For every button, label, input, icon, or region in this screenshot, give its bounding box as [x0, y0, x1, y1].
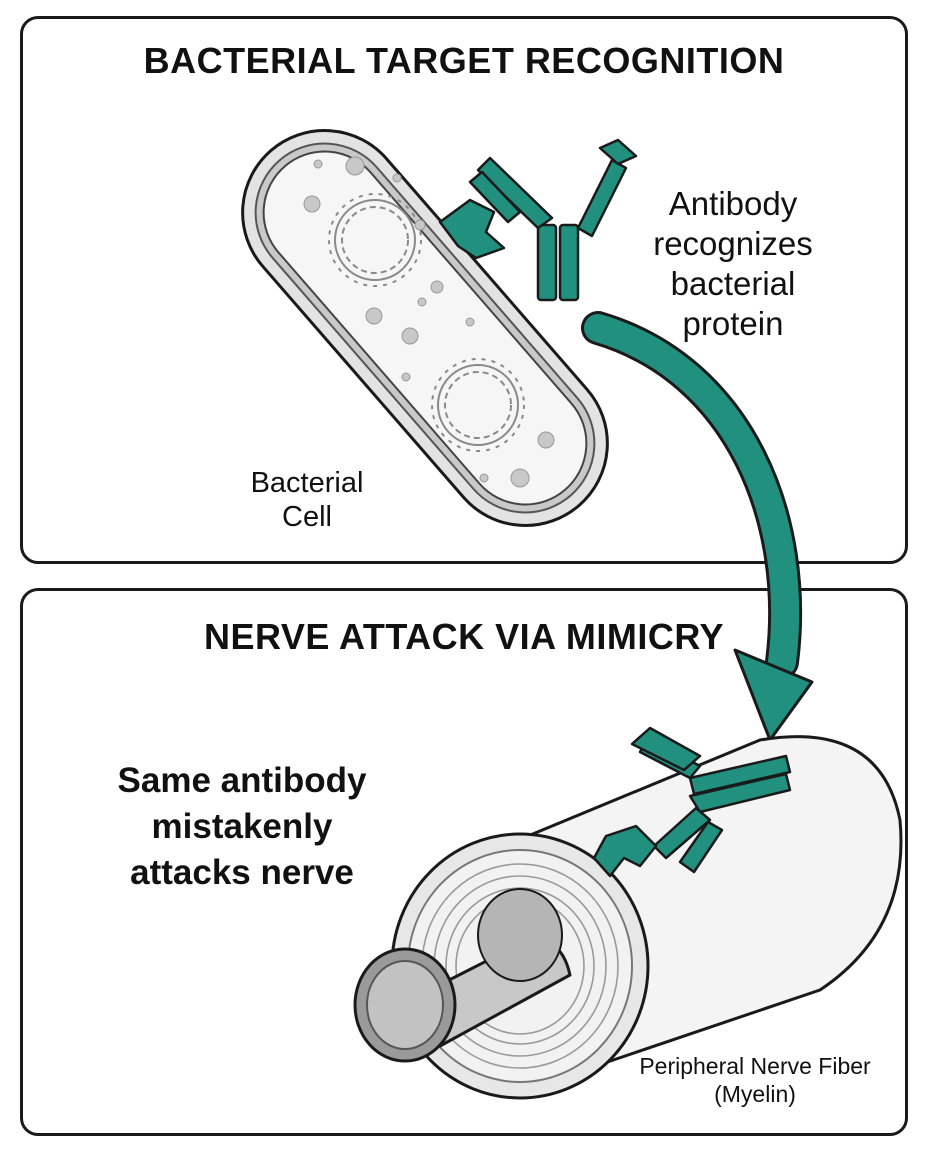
- mimicry-label-line: Same antibody: [117, 761, 367, 800]
- top-panel-title: BACTERIAL TARGET RECOGNITION: [143, 40, 785, 81]
- nerve-fiber-label-line: Peripheral Nerve Fiber: [639, 1053, 871, 1079]
- bacterial-cell: [241, 129, 609, 527]
- mimicry-label: Same antibody mistakenly attacks nerve: [84, 758, 400, 896]
- bacterial-antigen: [438, 198, 506, 260]
- antibody-label-line: recognizes: [653, 225, 813, 262]
- antibody-label-line: protein: [682, 305, 784, 342]
- mimicry-label-line: attacks nerve: [130, 853, 354, 892]
- nerve-fiber-label-line: (Myelin): [714, 1081, 796, 1107]
- antibody-label-line: bacterial: [670, 265, 796, 302]
- dna-coil-icon: [328, 193, 422, 287]
- antibody-icon: [630, 726, 792, 874]
- dna-coil-icon: [431, 358, 525, 452]
- nerve-antigen: [592, 824, 658, 878]
- cytoplasm-granules: [303, 156, 555, 488]
- mimicry-label-line: mistakenly: [151, 807, 333, 846]
- curved-arrow-icon: [581, 311, 814, 742]
- bottom-panel-title: NERVE ATTACK VIA MIMICRY: [203, 616, 724, 657]
- nerve-fiber-label: Peripheral Nerve Fiber (Myelin): [600, 1052, 910, 1108]
- antibody-label-line: Antibody: [668, 185, 798, 222]
- bacterial-cell-label: Bacterial Cell: [212, 466, 402, 534]
- bacterial-cell-label-line: Bacterial: [250, 467, 364, 499]
- nerve-fiber: [353, 735, 903, 1100]
- bacterial-cell-label-line: Cell: [282, 501, 332, 533]
- antibody-icon: [468, 138, 638, 302]
- antibody-label: Antibody recognizes bacterial protein: [618, 184, 848, 344]
